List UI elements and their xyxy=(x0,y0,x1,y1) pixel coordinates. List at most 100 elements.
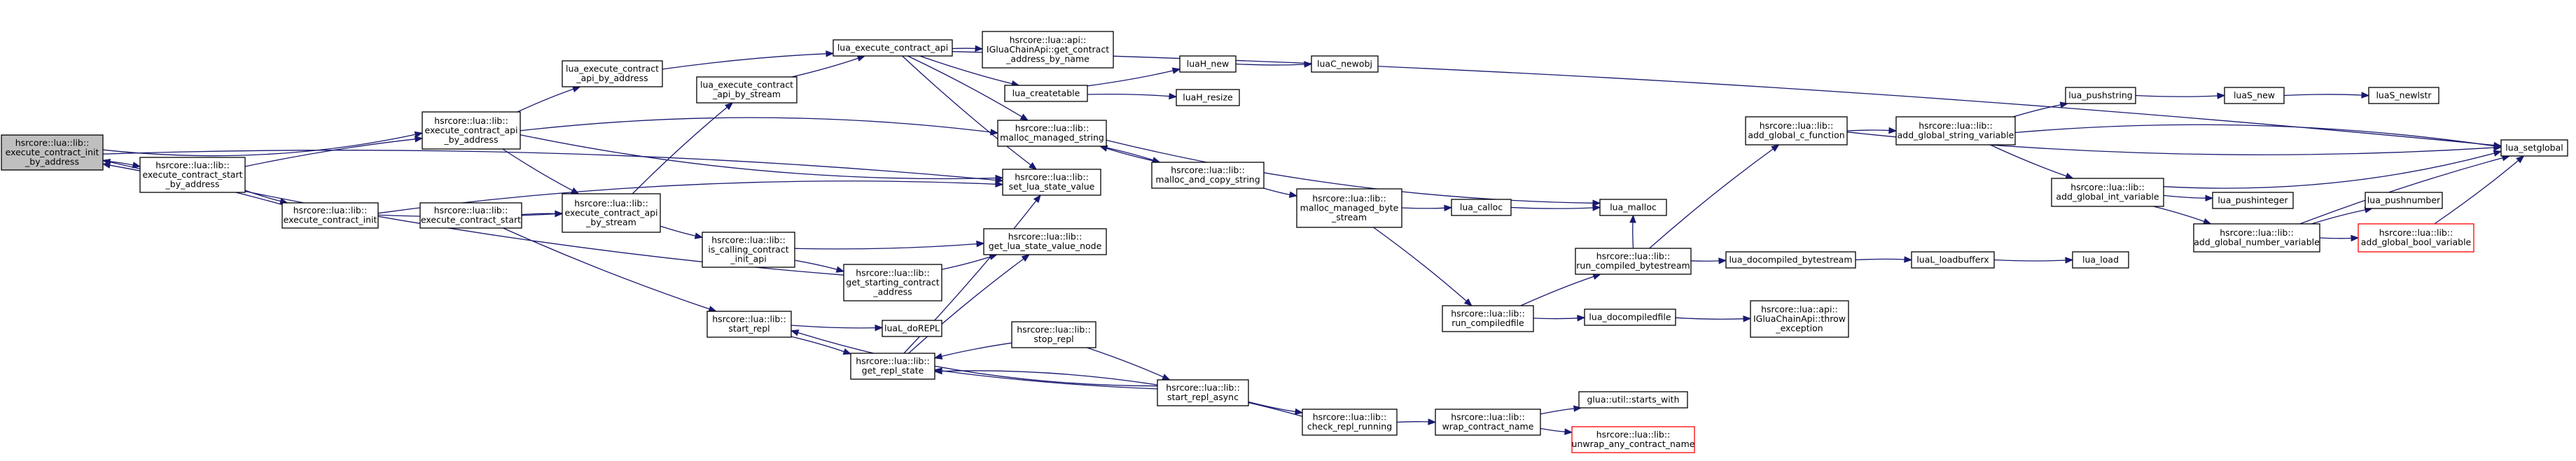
node-lua-malloc[interactable]: lua_malloc xyxy=(1599,199,1667,216)
node-wrap-contract-name[interactable]: hsrcore::lua::lib::wrap_contract_name xyxy=(1435,409,1541,436)
node-lua-docompiledfile[interactable]: lua_docompiledfile xyxy=(1584,308,1676,326)
node-box xyxy=(2358,223,2474,253)
edge-line xyxy=(1846,129,1890,132)
node-add-global-number-variable[interactable]: hsrcore::lua::lib::add_global_number_var… xyxy=(2193,223,2320,253)
node-lua-api-by-stream[interactable]: lua_execute_contract_api_by_stream xyxy=(696,76,798,104)
node-label-line: _api_by_stream xyxy=(712,89,781,99)
node-unwrap-any[interactable]: hsrcore::lua::lib::unwrap_any_contract_n… xyxy=(1571,426,1695,453)
node-luaS-new[interactable]: luaS_new xyxy=(2224,87,2285,104)
node-exec-start[interactable]: hsrcore::lua::lib::execute_contract_star… xyxy=(419,202,522,229)
edge-line xyxy=(1533,318,1578,320)
edge-arrowhead xyxy=(1592,204,1601,211)
edge-exec_api_by_addr-to-malloc_managed_string xyxy=(520,117,999,136)
edge-line xyxy=(919,55,1012,85)
node-igluachain-get[interactable]: hsrcore::lua::api::IGluaChainApi::get_co… xyxy=(982,31,1114,69)
edge-arrowhead xyxy=(414,131,424,139)
node-lua-exec-api[interactable]: lua_execute_contract_api xyxy=(833,39,953,57)
node-box xyxy=(843,264,942,302)
edge-start_by_addr-to-exec_api_by_addr xyxy=(244,136,424,167)
node-malloc-and-copy[interactable]: hsrcore::lua::lib::malloc_and_copy_strin… xyxy=(1151,162,1265,189)
node-luaL-loadbufferx[interactable]: luaL_loadbufferx xyxy=(1911,251,1995,269)
node-box xyxy=(1451,199,1512,216)
node-root[interactable]: hsrcore::lua::lib::execute_contract_init… xyxy=(1,134,104,171)
node-add-global-c-function[interactable]: hsrcore::lua::lib::add_global_c_function xyxy=(1745,116,1848,146)
node-luaS-newlstr[interactable]: luaS_newlstr xyxy=(2368,87,2439,104)
edge-arrowhead xyxy=(1718,257,1727,264)
node-exec-api-by-addr[interactable]: hsrcore::lua::lib::execute_contract_api_… xyxy=(422,111,521,150)
edge-stop_repl-to-start_repl_async xyxy=(1087,347,1171,381)
edge-arrowhead xyxy=(933,353,943,360)
edge-line xyxy=(1235,63,1305,66)
node-label-line: _stream xyxy=(1331,212,1367,222)
node-label-line: hsrcore::lua::lib:: xyxy=(1919,120,1993,131)
node-set-lua-state-value[interactable]: hsrcore::lua::lib::set_lua_state_value xyxy=(1002,169,1101,196)
node-add-global-int-variable[interactable]: hsrcore::lua::lib::add_global_int_variab… xyxy=(2051,178,2164,207)
node-lua-calloc[interactable]: lua_calloc xyxy=(1451,199,1512,216)
node-label-line: luaL_doREPL xyxy=(884,322,940,333)
edge-luaH_new-to-luaC_newobj xyxy=(1235,61,1313,68)
node-add-global-bool-variable[interactable]: hsrcore::lua::lib::add_global_bool_varia… xyxy=(2358,223,2474,253)
node-exec-api-by-stream[interactable]: hsrcore::lua::lib::execute_contract_api_… xyxy=(562,193,661,233)
edge-arrowhead xyxy=(976,240,985,248)
node-glua-starts-with[interactable]: glua::util::starts_with xyxy=(1578,391,1688,409)
node-luaL-doREPL[interactable]: luaL_doREPL xyxy=(882,320,942,337)
node-lua-setglobal[interactable]: lua_setglobal xyxy=(2500,139,2568,157)
node-box xyxy=(1750,300,1849,338)
node-throw-exception[interactable]: hsrcore::lua::api::IGluaChainApi::throw_… xyxy=(1750,300,1849,338)
edge-line xyxy=(1099,146,1154,161)
edge-line xyxy=(1993,259,2066,262)
edge-line xyxy=(1510,206,1594,209)
edge-line xyxy=(662,53,827,70)
node-malloc-managed-string[interactable]: hsrcore::lua::lib::malloc_managed_string xyxy=(997,120,1107,147)
node-label-line: hsrcore::lua::lib:: xyxy=(1171,165,1245,176)
node-is-calling[interactable]: hsrcore::lua::lib::is_calling_contract_i… xyxy=(702,232,795,268)
node-add-global-string-variable[interactable]: hsrcore::lua::lib::add_global_string_var… xyxy=(1895,116,2016,146)
node-label-line: execute_contract_start xyxy=(142,169,242,180)
edge-add_global_int_variable-to-add_global_number_variable xyxy=(2153,206,2212,225)
edge-line xyxy=(2283,94,2362,97)
node-lua-createtable[interactable]: lua_createtable xyxy=(1004,85,1088,102)
node-box xyxy=(1584,308,1676,326)
node-lua-load[interactable]: lua_load xyxy=(2072,251,2129,269)
node-start-repl[interactable]: hsrcore::lua::lib::start_repl xyxy=(706,311,792,338)
edge-line xyxy=(1990,144,2067,177)
node-stop-repl[interactable]: hsrcore::lua::lib::stop_repl xyxy=(1011,321,1096,348)
node-lua-pushstring[interactable]: lua_pushstring xyxy=(2065,87,2136,104)
edge-arrowhead xyxy=(2202,218,2212,225)
node-luaH-resize[interactable]: luaH_resize xyxy=(1176,89,1240,106)
node-label-line: execute_contract_init xyxy=(6,147,99,157)
node-label-line: lua_docompiledfile xyxy=(1589,311,1671,322)
edge-lua_createtable-to-luaH_new xyxy=(1087,67,1181,87)
node-run-compiledfile[interactable]: hsrcore::lua::lib::run_compiledfile xyxy=(1442,305,1534,332)
node-lua-pushinteger[interactable]: lua_pushinteger xyxy=(2212,192,2294,209)
edge-stop_repl-to-get_repl_state xyxy=(933,342,1012,360)
node-lua-pushnumber[interactable]: lua_pushnumber xyxy=(2365,192,2443,209)
edge-line xyxy=(791,325,876,329)
node-start-by-addr[interactable]: hsrcore::lua::lib::execute_contract_star… xyxy=(139,157,246,193)
edge-line xyxy=(1106,148,1160,163)
edge-run_compiled_bytestream-to-lua_malloc xyxy=(1629,214,1636,249)
node-label-line: hsrcore::lua::lib:: xyxy=(2070,182,2145,192)
node-luaH-new[interactable]: luaH_new xyxy=(1179,55,1237,73)
node-exec-init[interactable]: hsrcore::lua::lib::execute_contract_init xyxy=(281,202,379,229)
node-check-repl-running[interactable]: hsrcore::lua::lib::check_repl_running xyxy=(1302,409,1398,436)
node-label-line: luaS_newlstr xyxy=(2376,90,2432,100)
node-get-starting[interactable]: hsrcore::lua::lib::get_starting_contract… xyxy=(843,264,942,302)
node-get-repl-state[interactable]: hsrcore::lua::lib::get_repl_state xyxy=(850,353,935,380)
node-start-repl-async[interactable]: hsrcore::lua::lib::start_repl_async xyxy=(1157,379,1249,406)
node-luaC-newobj[interactable]: luaC_newobj xyxy=(1311,55,1379,73)
node-malloc-managed-byte[interactable]: hsrcore::lua::lib::malloc_managed_byte_s… xyxy=(1296,188,1402,228)
node-box xyxy=(2051,178,2164,207)
edge-arrowhead xyxy=(995,174,1004,182)
node-run-compiled-bytestream[interactable]: hsrcore::lua::lib::run_compiled_bytestre… xyxy=(1575,248,1692,275)
edge-line xyxy=(1106,139,1594,204)
node-box xyxy=(1002,169,1101,196)
node-box xyxy=(2500,139,2568,157)
edge-arrowhead xyxy=(2361,92,2370,99)
edge-arrowhead xyxy=(1019,113,1029,121)
node-lua-api-by-addr[interactable]: lua_execute_contract_api_by_address xyxy=(562,60,663,87)
edge-exec_init-to-set_lua_state_value xyxy=(377,180,1004,214)
edge-start_repl_async-to-start_repl xyxy=(790,329,1158,387)
node-get-lua-state-value-node[interactable]: hsrcore::lua::lib::get_lua_state_value_n… xyxy=(983,228,1107,255)
node-lua-docompiled-bytestream[interactable]: lua_docompiled_bytestream xyxy=(1725,251,1856,269)
